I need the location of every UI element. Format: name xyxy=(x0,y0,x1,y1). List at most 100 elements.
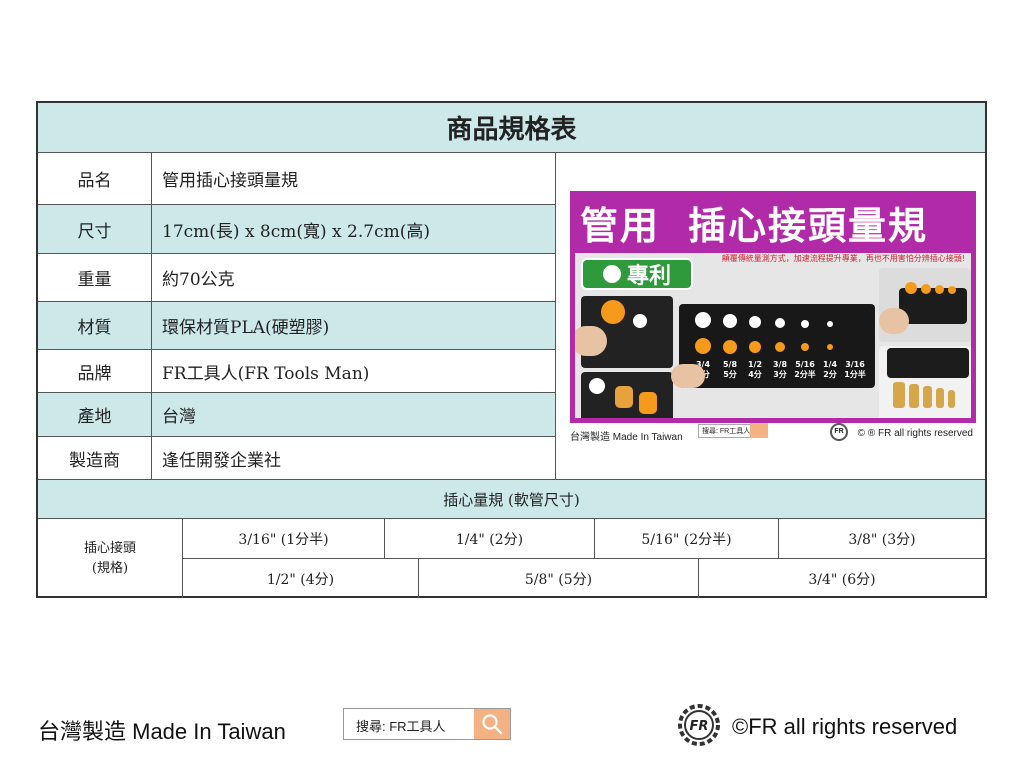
spec-value: FR工具人(FR Tools Man) xyxy=(151,350,555,392)
search-text: 搜尋: FR工具人 xyxy=(356,719,446,734)
gauge-cell: 3/8" (3分) xyxy=(848,531,916,548)
gauge-photo-topright xyxy=(879,268,971,342)
spec-row-name: 品名 管用插心接頭量規 xyxy=(38,153,555,205)
spec-row-maker: 製造商 逢任開發企業社 xyxy=(38,437,555,479)
spec-key: 材質 xyxy=(77,318,112,338)
spec-key: 重量 xyxy=(77,270,112,290)
gauge-label-line1: 插心接頭 xyxy=(83,540,136,556)
spec-key: 品名 xyxy=(77,171,112,191)
search-button[interactable] xyxy=(474,709,510,739)
table-title-row: 商品規格表 xyxy=(38,103,985,153)
hand-photo xyxy=(575,326,607,356)
gauge-photo-bottomleft xyxy=(581,372,673,418)
banner-part1: 管用 xyxy=(580,203,661,248)
product-subtitle: 顛覆傳統量測方式，加速流程提升專業，再也不用害怕分辨插心接頭! xyxy=(721,254,965,263)
fitting xyxy=(893,382,905,408)
banner-part2: 插心接頭量規 xyxy=(688,203,929,248)
gauge-label: 插心接頭 (規格) xyxy=(38,519,183,598)
svg-text:FR: FR xyxy=(690,719,709,734)
hand-photo xyxy=(879,308,909,334)
patent-badge: 專利 xyxy=(581,258,693,290)
fitting xyxy=(948,390,955,408)
gauge-photo-topleft xyxy=(575,296,673,368)
search-icon xyxy=(482,714,503,735)
gauge-hole xyxy=(827,344,833,350)
product-banner: 管用 插心接頭量規 xyxy=(575,196,971,253)
gauge-section-title: 插心量規 (軟管尺寸) xyxy=(443,490,580,509)
gauge-hole xyxy=(749,316,761,328)
gauge-hole xyxy=(801,320,809,328)
gauge-hole xyxy=(695,338,711,354)
spec-table: 商品規格表 品名 管用插心接頭量規 尺寸 17cm(長) x 8cm(寬) x … xyxy=(36,101,987,598)
made-in-taiwan: 台灣製造 Made In Taiwan xyxy=(38,719,286,744)
product-photo-cell: 管用 插心接頭量規 顛覆傳統量測方式，加速流程提升專業，再也不用害怕分辨插心接頭… xyxy=(555,153,985,479)
spec-row-origin: 產地 台灣 xyxy=(38,393,555,437)
spec-key: 品牌 xyxy=(77,363,112,384)
gauge-spec-block: 插心接頭 (規格) 3/16" (1分半) 1/4" (2分) 5/16" (2… xyxy=(38,519,985,598)
spec-row-material: 材質 環保材質PLA(硬塑膠) xyxy=(38,302,555,350)
gauge-hole xyxy=(633,314,647,328)
product-image: 管用 插心接頭量規 顛覆傳統量測方式，加速流程提升專業，再也不用害怕分辨插心接頭… xyxy=(570,191,976,423)
gauge-cell: 1/4" (2分) xyxy=(385,519,595,558)
product-made-in: 台灣製造 Made In Taiwan xyxy=(570,432,683,443)
gauge-cell: 1/2" (4分) xyxy=(183,559,419,598)
spec-value: 約70公克 xyxy=(151,254,555,301)
gauge-hole xyxy=(775,342,785,352)
gauge-cell: 3/16" (1分半) xyxy=(183,519,385,558)
gauge-hole xyxy=(615,386,633,408)
spec-row-size: 尺寸 17cm(長) x 8cm(寬) x 2.7cm(高) xyxy=(38,205,555,254)
search-box[interactable]: 搜尋: FR工具人 xyxy=(343,708,511,740)
gauge-row-1: 3/16" (1分半) 1/4" (2分) 5/16" (2分半) 3/8" (… xyxy=(183,519,985,559)
gauge-photo-bottomright xyxy=(879,346,971,418)
spec-row-weight: 重量 約70公克 xyxy=(38,254,555,302)
gauge-hole xyxy=(801,343,809,351)
product-image-footer: 台灣製造 Made In Taiwan 搜尋: FR工具人 FR © ® FR … xyxy=(556,423,985,445)
gauge-hole xyxy=(749,341,761,353)
patent-label: 專利 xyxy=(626,264,671,289)
gauge-row-2: 1/2" (4分) 5/8" (5分) 3/4" (6分) xyxy=(183,559,985,598)
spec-value: 台灣 xyxy=(151,393,555,436)
gauge-hole xyxy=(695,312,711,328)
gauge-hole xyxy=(921,284,931,294)
hand-photo xyxy=(671,364,705,388)
fitting xyxy=(923,386,932,408)
gauge-hole xyxy=(948,286,956,294)
product-rights: © ® FR all rights reserved xyxy=(857,428,973,439)
gauge-hole xyxy=(601,300,625,324)
table-title: 商品規格表 xyxy=(446,115,577,145)
medal-icon xyxy=(602,265,621,283)
spec-value: 逢任開發企業社 xyxy=(151,437,555,479)
gauge-cell: 3/4" (6分) xyxy=(808,571,876,588)
spec-value: 17cm(長) x 8cm(寬) x 2.7cm(高) xyxy=(151,205,555,253)
gauge-section-row: 插心量規 (軟管尺寸) xyxy=(38,479,985,519)
page-footer: 台灣製造 Made In Taiwan 搜尋: FR工具人 FR ©FR all… xyxy=(0,700,1024,760)
spec-key: 尺寸 xyxy=(77,221,112,242)
fitting xyxy=(936,388,944,408)
gauge-cell: 5/16" (2分半) xyxy=(595,519,779,558)
spec-row-brand: 品牌 FR工具人(FR Tools Man) xyxy=(38,350,555,393)
spec-key: 產地 xyxy=(77,407,112,427)
gauge-hole xyxy=(639,392,657,414)
gauge-hole xyxy=(723,340,737,354)
gauge-hole xyxy=(589,378,605,394)
gauge-board-small xyxy=(887,348,969,378)
gauge-hole xyxy=(827,321,833,327)
gauge-hole xyxy=(775,318,785,328)
search-icon xyxy=(750,423,768,438)
gauge-label-line2: (規格) xyxy=(91,560,129,576)
gauge-hole xyxy=(905,282,917,294)
spec-key: 製造商 xyxy=(69,450,120,471)
gauge-cell: 5/8" (5分) xyxy=(419,559,699,598)
spec-value: 環保材質PLA(硬塑膠) xyxy=(151,302,555,349)
gauge-hole xyxy=(723,314,737,328)
spec-list: 品名 管用插心接頭量規 尺寸 17cm(長) x 8cm(寬) x 2.7cm(… xyxy=(38,153,555,479)
fr-logo-icon: FR xyxy=(830,423,848,441)
spec-value: 管用插心接頭量規 xyxy=(151,153,555,204)
gauge-board-small xyxy=(899,288,967,324)
